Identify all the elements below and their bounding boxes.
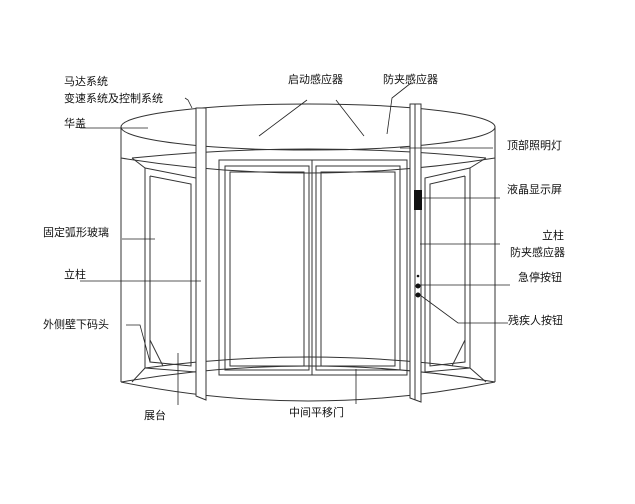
left-glass-bottom-frame — [149, 339, 164, 367]
canopy-bottom-arc — [120, 157, 496, 174]
lcd-screen-icon — [414, 190, 422, 210]
disabled-button-icon — [415, 292, 421, 298]
label-anti-pinch-sensor-top: 防夹感应器 — [383, 73, 438, 86]
label-post-right: 立柱 — [542, 229, 564, 242]
center-door-right-glass — [320, 171, 396, 367]
lead-motor-system — [184, 97, 193, 109]
lead-outer-wall-bracket — [126, 324, 151, 363]
label-lcd-screen: 液晶显示屏 — [507, 183, 562, 196]
label-anti-pinch-sensor-right: 防夹感应器 — [510, 246, 565, 259]
label-post-left: 立柱 — [64, 268, 86, 281]
left-glass-outer — [131, 157, 146, 383]
lead-start-sensor-left — [258, 99, 308, 137]
left-post — [195, 107, 207, 401]
label-canopy: 华盖 — [64, 117, 86, 130]
label-top-light: 顶部照明灯 — [507, 139, 562, 152]
center-door-right-leaf — [315, 165, 401, 371]
label-emergency-button: 急停按钮 — [518, 271, 562, 284]
label-motor-system: 马达系统 — [64, 75, 108, 88]
label-start-sensor: 启动感应器 — [288, 73, 343, 86]
right-glass-inner-panel — [429, 175, 466, 367]
label-outer-wall-bracket: 外侧壁下码头 — [43, 318, 109, 331]
label-disabled-button: 残疾人按钮 — [508, 314, 563, 327]
label-curved-glass: 固定弧形玻璃 — [43, 226, 109, 239]
left-glass-inner-panel — [149, 175, 192, 367]
platform-back-arc — [120, 365, 496, 383]
right-glass-bottom-frame — [451, 339, 466, 367]
platform-front-arc — [120, 381, 496, 402]
center-door-left-leaf — [224, 165, 310, 371]
canopy-top-ellipse — [120, 103, 496, 151]
ceiling-inner-arc — [131, 148, 487, 159]
label-speed-control-system: 变速系统及控制系统 — [64, 92, 163, 105]
small-dot-icon — [416, 274, 420, 278]
platform-top-inner-arc — [144, 356, 471, 369]
lead-disabled-button — [419, 294, 508, 324]
right-glass-panel — [424, 167, 471, 373]
label-platform: 展台 — [144, 409, 166, 422]
lead-anti-pinch-top — [386, 82, 412, 135]
lead-start-sensor-right — [335, 99, 365, 137]
label-center-sliding-door: 中间平移门 — [289, 406, 344, 419]
center-door-left-glass — [229, 171, 305, 367]
emergency-button-icon — [415, 283, 421, 289]
center-door-frame — [218, 159, 408, 376]
left-glass-panel — [144, 167, 197, 373]
right-glass-outer — [469, 157, 487, 383]
